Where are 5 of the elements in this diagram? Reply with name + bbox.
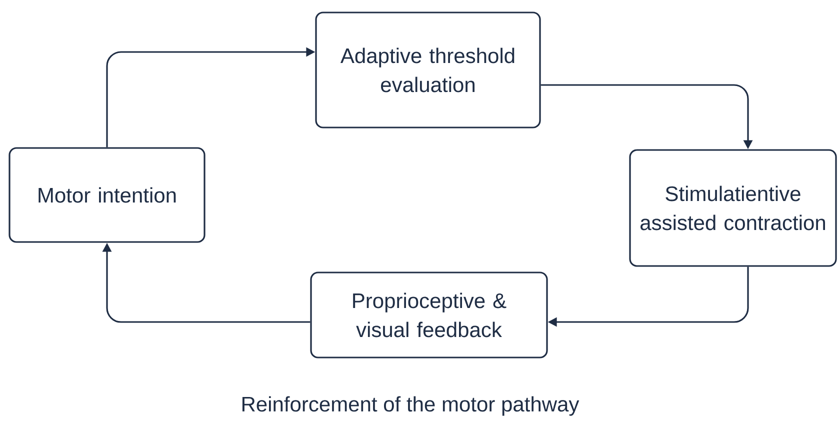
process-box: Adaptive threshold evaluation [315,12,541,128]
process-box: Proprioceptive & visual feedback [310,272,548,358]
caption: Reinforcement of the motor pathway [242,396,580,416]
process-box: Stimulatientive assisted contraction [629,149,837,267]
process-box: Motor intention [8,147,206,243]
